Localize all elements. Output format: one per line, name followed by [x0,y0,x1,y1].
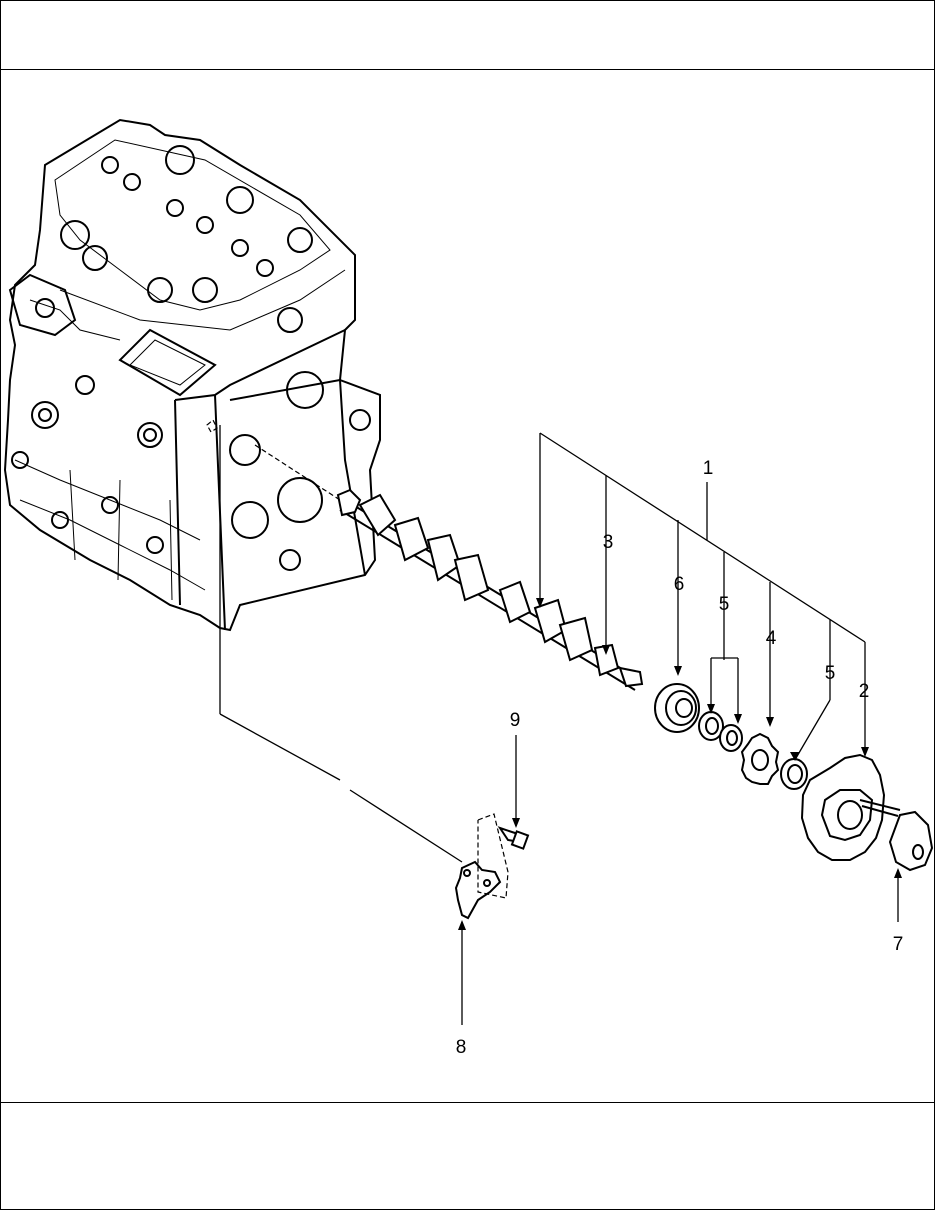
header-band [1,1,934,70]
callout-8: 8 [456,1037,467,1058]
washer-part-5a [698,711,724,741]
callout-5-right: 5 [825,663,836,684]
timing-gear-part-2 [800,753,901,861]
washer-part-5b [719,724,743,752]
callout-9: 9 [510,710,521,731]
callout-2: 2 [859,681,870,702]
callout-6: 6 [674,574,685,595]
callout-3: 3 [603,532,614,553]
bolt-part-9 [497,826,530,850]
plate-part-7 [888,810,934,872]
washer-part-5c [780,758,808,790]
camshaft-drawing [254,444,644,691]
callout-1: 1 [703,458,714,479]
leader-lines [219,425,902,1025]
gear-part-4 [740,732,780,785]
bolt-alignment-dashes [477,813,509,899]
pulley-part-6 [654,683,700,733]
stopper-plate-part-8 [454,860,502,920]
engine-block-drawing [3,118,381,632]
callout-5-upper: 5 [719,594,730,615]
callout-labels: 1 2 3 4 5 5 6 7 8 9 [456,458,904,1058]
callout-4: 4 [766,628,777,649]
callout-7: 7 [893,934,904,955]
footer-band [1,1102,934,1210]
